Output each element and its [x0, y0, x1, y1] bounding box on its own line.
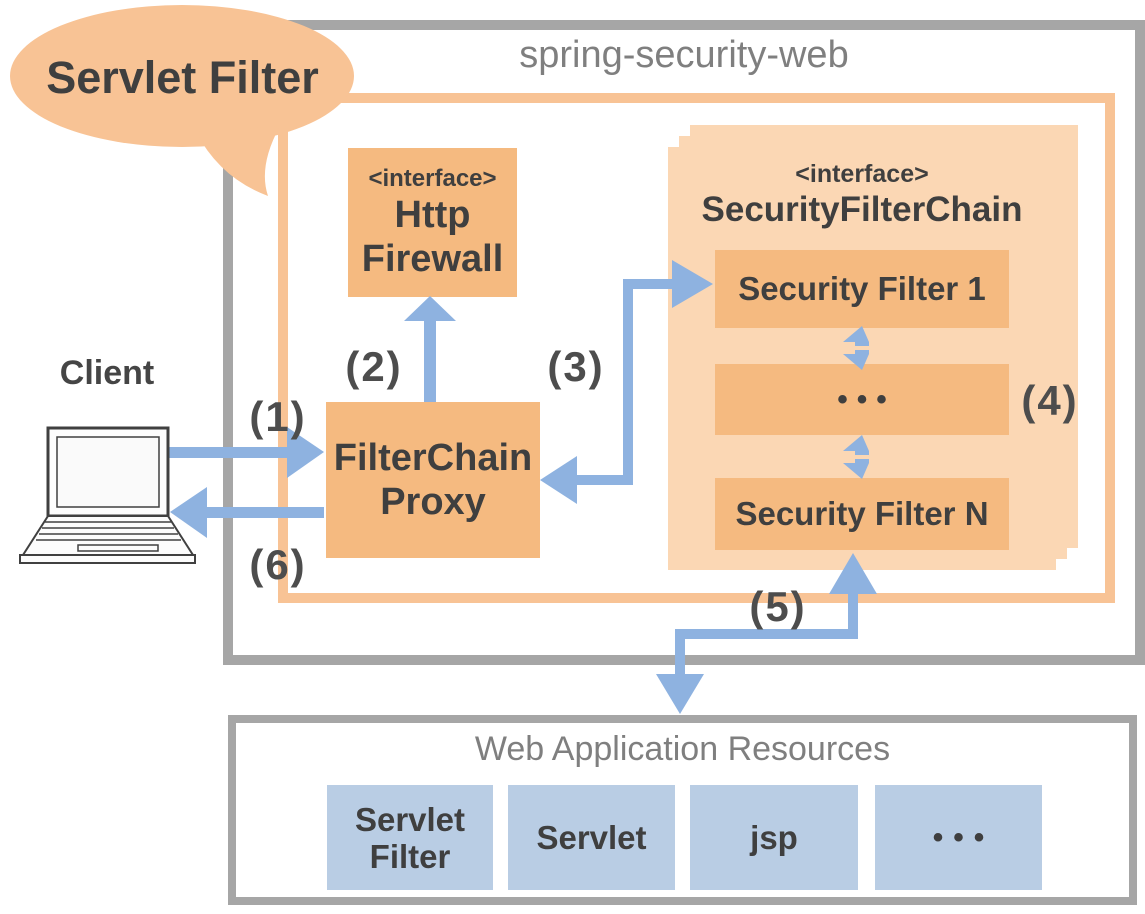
security-filter-chain-title: SecurityFilterChain: [701, 190, 1023, 229]
servlet-filter-resource-box: Servlet Filter: [327, 785, 493, 890]
web-app-resources-title: Web Application Resources: [474, 730, 891, 768]
speech-bubble-icon: [10, 5, 354, 196]
security-filter-chain-stereotype: <interface>: [795, 160, 929, 188]
security-filter-1-box: Security Filter 1: [715, 250, 1009, 328]
http-firewall-box: <interface> Http Firewall: [348, 148, 517, 297]
laptop-icon: [19, 426, 196, 564]
flow-label-1: (1): [249, 393, 307, 440]
servlet-resource-box: Servlet: [508, 785, 675, 890]
client-label: Client: [59, 354, 155, 392]
flow-label-4: (4): [1021, 377, 1079, 424]
flow-label-6: (6): [249, 541, 307, 588]
jsp-resource-box: jsp: [690, 785, 858, 890]
security-filter-ellipsis-box: •••: [715, 364, 1009, 435]
http-firewall-stereotype: <interface>: [368, 164, 497, 192]
filter-chain-proxy-name-line1: FilterChain: [333, 437, 533, 479]
security-filter-n-box: Security Filter N: [715, 478, 1009, 550]
http-firewall-name-line2: Firewall: [361, 237, 504, 280]
module-title: spring-security-web: [519, 34, 849, 76]
filter-chain-proxy-name-line2: Proxy: [380, 481, 486, 523]
speech-bubble-label: Servlet Filter: [46, 52, 319, 103]
other-resources-box: •••: [875, 785, 1042, 890]
filter-chain-proxy-box: FilterChain Proxy: [326, 402, 540, 558]
http-firewall-name-line1: Http: [394, 193, 471, 236]
flow-label-3: (3): [547, 343, 605, 390]
filter-chain-frame: [278, 93, 1115, 603]
flow-label-5: (5): [749, 583, 807, 630]
flow-label-2: (2): [345, 343, 403, 390]
